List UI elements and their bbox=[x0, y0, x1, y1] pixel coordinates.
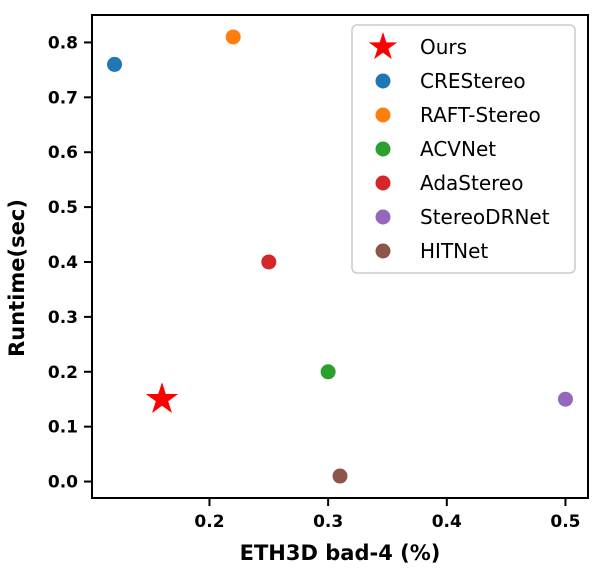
y-tick-label: 0.6 bbox=[48, 143, 78, 163]
data-points bbox=[107, 29, 573, 484]
point-star-ours bbox=[145, 382, 179, 413]
point-adastereo bbox=[261, 254, 277, 270]
point-stereodrnet bbox=[557, 391, 573, 407]
x-axis-label: ETH3D bad-4 (%) bbox=[240, 541, 441, 565]
legend-label-adastereo: AdaStereo bbox=[420, 171, 523, 195]
y-tick-label: 0.5 bbox=[48, 198, 78, 218]
legend-label-acvnet: ACVNet bbox=[420, 137, 496, 161]
legend-dot-icon bbox=[375, 73, 391, 89]
y-tick-label: 0.3 bbox=[48, 308, 78, 328]
y-axis-label: Runtime(sec) bbox=[5, 199, 29, 357]
legend-dot-icon bbox=[375, 243, 391, 259]
legend-label-raft-stereo: RAFT-Stereo bbox=[420, 103, 541, 127]
y-tick-label: 0.7 bbox=[48, 88, 78, 108]
y-tick-label: 0.4 bbox=[48, 253, 78, 273]
x-tick-label: 0.5 bbox=[550, 512, 580, 532]
y-tick-label: 0.2 bbox=[48, 363, 78, 383]
point-hitnet bbox=[332, 468, 348, 484]
axis-ticks: 0.2 0.3 0.4 0.5 0.0 0.1 0.2 0.3 0.4 0.5 0.6 0.7 0.8 bbox=[48, 33, 581, 532]
legend-box bbox=[351, 24, 576, 274]
legend: OursCREStereoRAFT-StereoACVNetAdaStereoS… bbox=[351, 24, 576, 274]
legend-label-hitnet: HITNet bbox=[420, 239, 488, 263]
legend-star-icon bbox=[368, 32, 398, 60]
point-crestereo bbox=[107, 56, 123, 72]
plot-frame bbox=[91, 14, 589, 499]
y-tick-label: 0.1 bbox=[48, 418, 78, 438]
legend-label-stereodrnet: StereoDRNet bbox=[420, 205, 550, 229]
legend-label-ours: Ours bbox=[420, 35, 467, 59]
y-tick-label: 0.0 bbox=[48, 473, 78, 493]
legend-dot-icon bbox=[375, 107, 391, 123]
legend-dot-icon bbox=[375, 175, 391, 191]
y-tick-label: 0.8 bbox=[48, 33, 78, 53]
point-acvnet bbox=[320, 364, 336, 380]
x-tick-label: 0.3 bbox=[313, 512, 343, 532]
x-tick-label: 0.4 bbox=[432, 512, 462, 532]
legend-label-crestereo: CREStereo bbox=[420, 69, 526, 93]
x-tick-label: 0.2 bbox=[194, 512, 224, 532]
point-raft-stereo bbox=[225, 29, 241, 45]
legend-dot-icon bbox=[375, 209, 391, 225]
legend-dot-icon bbox=[375, 141, 391, 157]
